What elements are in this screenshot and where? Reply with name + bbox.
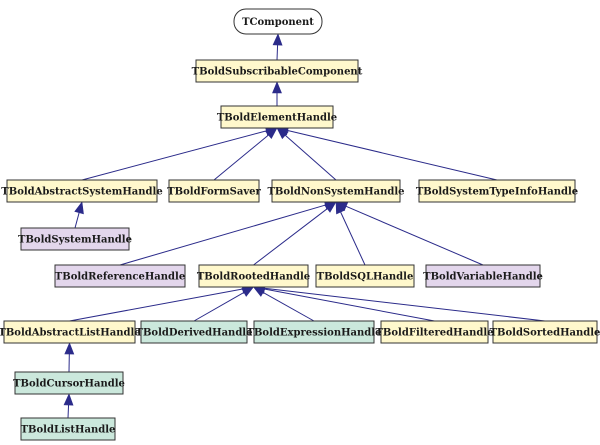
edge-tboldabstractsystemhandle-to-tboldelementhandle	[81, 126, 278, 181]
inheritance-edges	[63, 33, 546, 419]
node-box	[3, 320, 136, 344]
node-box	[315, 264, 415, 288]
arrow-head	[63, 393, 74, 406]
node-tboldcursorhandle: TBoldCursorHandle	[13, 371, 125, 395]
node-label: TBoldSQLHandle	[317, 272, 414, 283]
edge-line	[253, 208, 328, 266]
edge-line	[345, 205, 484, 266]
edge-tboldrootedhandle-to-tboldnonsystemhandle	[253, 201, 337, 266]
node-tboldelementhandle: TBoldElementHandle	[217, 105, 337, 129]
node-box	[233, 8, 323, 35]
edge-tboldsystemtypeinfohandle-to-tboldelementhandle	[276, 125, 498, 181]
node-tboldsortedhandle: TBoldSortedHandle	[490, 320, 600, 344]
node-tboldformsaver: TBoldFormSaver	[167, 179, 262, 203]
edge-line	[340, 211, 366, 266]
edge-tboldsortedhandle-to-tboldrootedhandle	[252, 283, 546, 322]
edge-line	[69, 288, 243, 322]
node-box	[492, 320, 598, 344]
node-label: TBoldElementHandle	[217, 113, 337, 124]
edge-tboldsubscribablecomponent-to-tcomponent	[272, 33, 283, 61]
node-label: TBoldSortedHandle	[490, 328, 600, 339]
arrow-head	[265, 127, 278, 140]
edge-line	[193, 292, 245, 322]
node-box	[271, 179, 401, 203]
arrow-head	[272, 33, 283, 46]
node-box	[6, 179, 158, 203]
edge-line	[264, 288, 435, 322]
arrow-head	[74, 201, 84, 215]
edge-tboldelementhandle-to-tboldsubscribablecomponent	[272, 81, 282, 106]
node-box	[380, 320, 489, 344]
edge-line	[287, 130, 498, 181]
node-box	[168, 179, 260, 203]
edge-line	[276, 44, 279, 61]
node-label: TBoldAbstractSystemHandle	[1, 187, 162, 198]
arrow-head	[272, 81, 282, 94]
edge-tboldreferencehandle-to-tboldnonsystemhandle	[119, 200, 337, 266]
node-tboldsubscribablecomponent: TBoldSubscribableComponent	[192, 59, 363, 83]
node-tboldabstractsystemhandle: TBoldAbstractSystemHandle	[1, 179, 163, 203]
node-tboldabstractlisthandle: TBoldAbstractListHandle	[0, 320, 141, 344]
node-tboldsystemtypeinfohandle: TBoldSystemTypeInfoHandle	[416, 179, 578, 203]
node-tboldexpressionhandle: TBoldExpressionHandle	[247, 320, 382, 344]
arrow-head	[324, 201, 337, 213]
class-nodes: TComponentTBoldSubscribableComponentTBol…	[0, 8, 600, 441]
edge-tboldsystemhandle-to-tboldabstractsystemhandle	[74, 201, 84, 229]
node-box	[195, 59, 359, 83]
arrow-head	[64, 342, 75, 355]
edge-tboldderivedhandle-to-tboldrootedhandle	[193, 286, 255, 322]
node-label: TBoldSystemTypeInfoHandle	[416, 187, 578, 198]
node-tboldvariablehandle: TBoldVariableHandle	[423, 264, 543, 288]
node-label: TBoldNonSystemHandle	[267, 187, 404, 198]
node-label: TBoldReferenceHandle	[55, 272, 185, 283]
node-box	[425, 264, 541, 288]
edge-tboldnonsystemhandle-to-tboldelementhandle	[276, 127, 337, 181]
edge-tboldformsaver-to-tboldelementhandle	[213, 127, 278, 181]
node-box	[20, 417, 116, 441]
node-tboldfilteredhandle: TBoldFilteredHandle	[375, 320, 494, 344]
node-label: TBoldCursorHandle	[13, 379, 125, 390]
node-box	[54, 264, 186, 288]
node-box	[220, 105, 334, 129]
edge-line	[74, 212, 80, 229]
node-tboldnonsystemhandle: TBoldNonSystemHandle	[267, 179, 405, 203]
node-box	[253, 320, 375, 344]
node-label: TBoldRootedHandle	[197, 272, 310, 283]
node-tboldsystemhandle: TBoldSystemHandle	[18, 227, 132, 251]
node-box	[20, 227, 130, 251]
node-label: TBoldExpressionHandle	[247, 328, 382, 339]
edge-line	[81, 130, 267, 181]
edge-line	[213, 134, 269, 181]
edge-line	[262, 291, 315, 322]
node-box	[140, 320, 248, 344]
edge-line	[119, 204, 326, 266]
edge-tboldsqlhandle-to-tboldnonsystemhandle	[335, 201, 366, 266]
node-label: TBoldSubscribableComponent	[192, 67, 363, 78]
node-tboldrootedhandle: TBoldRootedHandle	[197, 264, 310, 288]
node-tboldsqlhandle: TBoldSQLHandle	[315, 264, 415, 288]
node-label: TBoldVariableHandle	[423, 272, 543, 283]
node-label: TBoldSystemHandle	[18, 235, 132, 246]
node-label: TBoldListHandle	[21, 425, 116, 436]
node-tboldreferencehandle: TBoldReferenceHandle	[54, 264, 186, 288]
edge-tboldcursorhandle-to-tboldabstractlisthandle	[64, 342, 75, 373]
node-tboldlisthandle: TBoldListHandle	[20, 417, 116, 441]
edge-tboldlisthandle-to-tboldcursorhandle	[63, 393, 74, 419]
arrow-head	[241, 286, 255, 297]
node-tboldderivedhandle: TBoldDerivedHandle	[136, 320, 253, 344]
node-label: TBoldFilteredHandle	[375, 328, 493, 339]
node-box	[418, 179, 576, 203]
edge-line	[264, 287, 546, 322]
node-box	[14, 371, 124, 395]
edge-tboldvariablehandle-to-tboldnonsystemhandle	[335, 201, 484, 266]
edge-line	[284, 134, 337, 181]
node-label: TBoldDerivedHandle	[136, 328, 253, 339]
node-label: TBoldAbstractListHandle	[0, 328, 141, 339]
node-label: TBoldFormSaver	[167, 187, 261, 198]
node-label: TComponent	[242, 17, 314, 28]
node-box	[198, 264, 309, 288]
edge-line	[67, 404, 70, 419]
node-tcomponent: TComponent	[233, 8, 323, 35]
